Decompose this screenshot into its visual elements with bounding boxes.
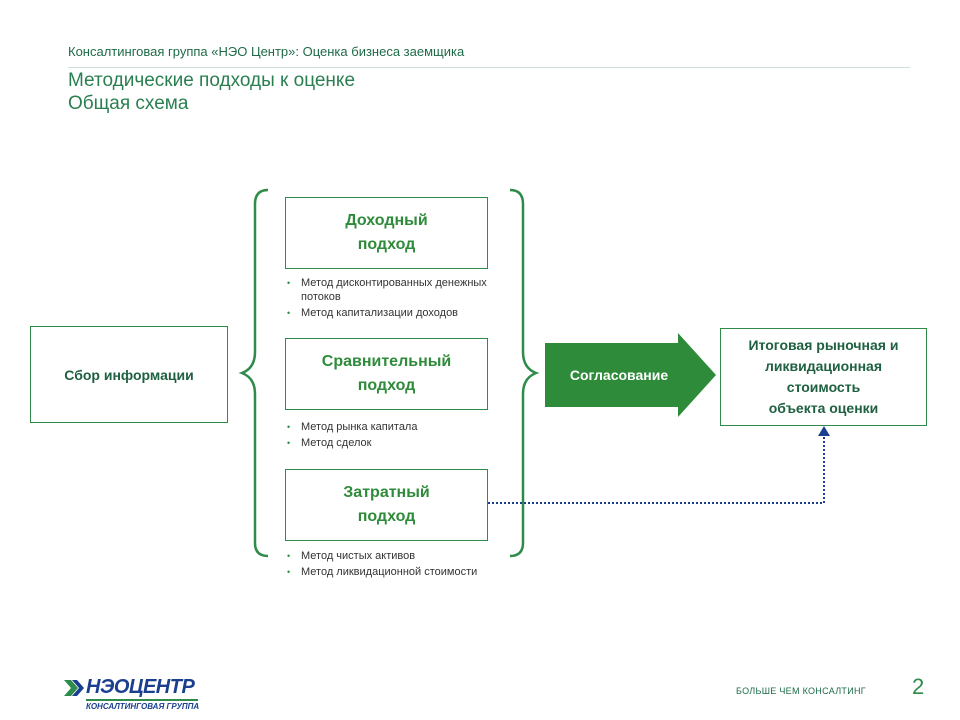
- slide-title: Методические подходы к оценке: [68, 70, 356, 91]
- right-brace: [509, 188, 540, 558]
- income-approach-title-line2: подход: [357, 236, 416, 253]
- footer-slogan: БОЛЬШЕ ЧЕМ КОНСАЛТИНГ: [736, 686, 866, 696]
- final-value-line2: ликвидационная: [764, 358, 882, 374]
- agreement-arrow: [545, 333, 716, 417]
- info-collection-box: Сбор информации: [30, 326, 228, 423]
- cost-approach-box: Затратный подход: [285, 469, 488, 541]
- logo-tagline: КОНСАЛТИНГОВАЯ ГРУППА: [86, 699, 199, 711]
- list-item: Метод чистых активов: [285, 549, 485, 563]
- final-value-line3: стоимость: [786, 379, 861, 395]
- list-item: Метод капитализации доходов: [285, 306, 510, 320]
- company-logo: НЭОЦЕНТР КОНСАЛТИНГОВАЯ ГРУППА: [64, 676, 199, 711]
- presentation-header: Консалтинговая группа «НЭО Центр»: Оценк…: [68, 44, 465, 59]
- dotted-connector-arrowhead: [818, 426, 830, 436]
- final-value-line4: объекта оценки: [768, 400, 879, 416]
- slide-subtitle: Общая схема: [68, 93, 189, 114]
- header-divider: [68, 67, 910, 68]
- logo-chevron-icon: [64, 679, 84, 696]
- comparative-approach-box: Сравнительный подход: [285, 338, 488, 410]
- income-approach-box: Доходный подход: [285, 197, 488, 269]
- list-item: Метод ликвидационной стоимости: [285, 565, 485, 579]
- comparative-methods-list: Метод рынка капитала Метод сделок: [285, 420, 510, 452]
- left-brace: [238, 188, 269, 558]
- final-value-line1: Итоговая рыночная и: [748, 337, 899, 353]
- logo-wordmark: НЭОЦЕНТР: [86, 676, 195, 698]
- dotted-connector: [488, 434, 825, 504]
- cost-approach-title-line2: подход: [357, 508, 416, 525]
- comparative-approach-title-line1: Сравнительный: [321, 353, 452, 370]
- agreement-label-wrap: Согласование: [545, 343, 693, 407]
- income-approach-title-line1: Доходный: [345, 212, 428, 229]
- comparative-approach-title-line2: подход: [357, 377, 416, 394]
- agreement-label: Согласование: [569, 367, 669, 383]
- final-value-box: Итоговая рыночная и ликвидационная стоим…: [720, 328, 927, 426]
- income-methods-list: Метод дисконтированных денежных потоков …: [285, 276, 510, 322]
- list-item: Метод сделок: [285, 436, 510, 450]
- list-item: Метод дисконтированных денежных потоков: [285, 276, 510, 304]
- cost-approach-title-line1: Затратный: [343, 484, 430, 501]
- list-item: Метод рынка капитала: [285, 420, 510, 434]
- info-collection-label: Сбор информации: [64, 366, 194, 383]
- cost-methods-list: Метод чистых активов Метод ликвидационно…: [285, 549, 485, 581]
- page-number: 2: [912, 674, 925, 699]
